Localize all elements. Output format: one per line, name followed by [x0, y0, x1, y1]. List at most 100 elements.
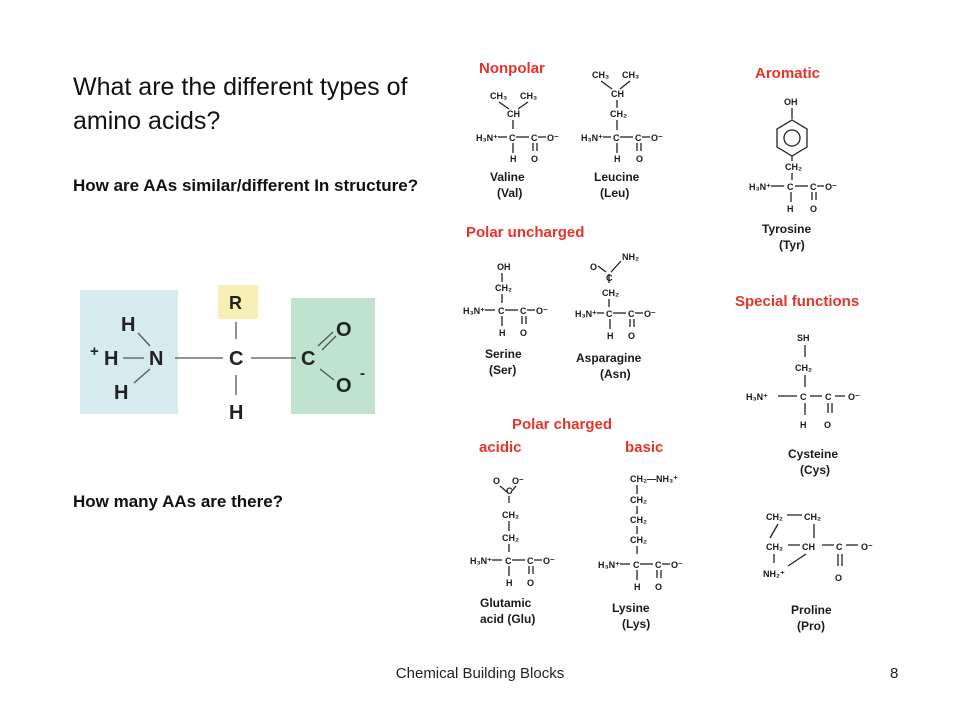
lysine-abbr: (Lys)	[622, 617, 650, 631]
svg-text:C: C	[498, 306, 505, 316]
serine-structure: OH CH₂ H₃N⁺ C C O⁻ H O Serine (Ser)	[463, 262, 548, 377]
svg-text:CH₃: CH₃	[520, 91, 537, 101]
svg-text:H₃N⁺: H₃N⁺	[463, 306, 485, 316]
category-polar-uncharged: Polar uncharged	[466, 224, 584, 241]
category-polar-charged: Polar charged	[512, 416, 612, 433]
glutamic-acid-abbr: acid (Glu)	[480, 612, 535, 626]
amino-h-bottom: H	[114, 382, 128, 404]
svg-text:H₃N⁺: H₃N⁺	[598, 560, 620, 570]
svg-text:CH: CH	[802, 542, 815, 552]
svg-text:O: O	[527, 578, 534, 588]
svg-text:O⁻: O⁻	[825, 182, 837, 192]
r-group-box	[218, 285, 258, 319]
question-structure: How are AAs similar/different In structu…	[73, 176, 419, 195]
svg-text:O⁻: O⁻	[671, 560, 683, 570]
asparagine-abbr: (Asn)	[600, 367, 631, 381]
footer-title: Chemical Building Blocks	[395, 665, 565, 682]
tyrosine-structure: OH CH₂ H₃N⁺ C C O⁻ H O Tyrosine (Tyr)	[749, 97, 837, 252]
svg-text:NH₂⁺: NH₂⁺	[763, 569, 785, 579]
amino-h-top: H	[121, 314, 135, 336]
asparagine-name: Asparagine	[576, 351, 642, 365]
svg-text:O⁻: O⁻	[651, 133, 663, 143]
svg-text:CH₃: CH₃	[490, 91, 507, 101]
carboxyl-carbon: C	[301, 348, 315, 370]
lysine-structure: CH₂—NH₃⁺ CH₂ CH₂ CH₂ H₃N⁺ C C O⁻ H O Lys…	[598, 474, 683, 631]
svg-text:O⁻: O⁻	[848, 392, 860, 402]
cysteine-abbr: (Cys)	[800, 463, 830, 477]
svg-text:O: O	[590, 262, 597, 272]
amino-h-left: H	[104, 348, 118, 370]
carboxyl-group-box	[291, 298, 375, 414]
valine-name: Valine	[490, 170, 525, 184]
svg-text:C: C	[633, 560, 640, 570]
svg-text:O: O	[824, 420, 831, 430]
glutamic-acid-name: Glutamic	[480, 596, 532, 610]
category-nonpolar: Nonpolar	[479, 60, 545, 77]
svg-text:O: O	[493, 476, 500, 486]
svg-text:OH: OH	[497, 262, 511, 272]
category-basic: basic	[625, 439, 663, 456]
svg-text:H₃N⁺: H₃N⁺	[476, 133, 498, 143]
svg-text:H: H	[800, 420, 807, 430]
leucine-abbr: (Leu)	[600, 186, 629, 200]
svg-text:CH₃: CH₃	[622, 70, 639, 80]
svg-text:CH₂: CH₂	[502, 533, 519, 543]
svg-text:CH₂: CH₂	[630, 515, 647, 525]
svg-text:O⁻: O⁻	[644, 309, 656, 319]
generic-amino-acid: R H H H N + C H C O O -	[80, 285, 375, 424]
svg-text:CH₂: CH₂	[766, 512, 783, 522]
cysteine-structure: SH CH₂ H₃N⁺ C C O⁻ H O Cysteine (Cys)	[746, 333, 860, 477]
svg-text:CH: CH	[507, 109, 520, 119]
category-aromatic: Aromatic	[755, 65, 820, 82]
svg-text:O⁻: O⁻	[861, 542, 873, 552]
svg-text:CH: CH	[611, 89, 624, 99]
svg-text:C: C	[800, 392, 807, 402]
svg-text:C: C	[825, 392, 832, 402]
svg-text:CH₂: CH₂	[630, 535, 647, 545]
slide-title: What are the different types of amino ac…	[73, 73, 408, 135]
svg-text:CH₂: CH₂	[795, 363, 812, 373]
svg-text:C: C	[505, 556, 512, 566]
svg-text:CH₂: CH₂	[785, 162, 802, 172]
svg-text:H: H	[506, 578, 513, 588]
svg-text:CH₂: CH₂	[495, 283, 512, 293]
alpha-hydrogen: H	[229, 402, 243, 424]
amino-nitrogen: N	[149, 348, 163, 370]
svg-text:C: C	[787, 182, 794, 192]
svg-text:O: O	[636, 154, 643, 164]
svg-text:O⁻: O⁻	[512, 476, 524, 486]
valine-structure: CH₃ CH₃ CH H₃N⁺ C C O⁻ H O Valine (Val)	[476, 91, 559, 200]
svg-text:O: O	[520, 328, 527, 338]
negative-charge: -	[360, 365, 365, 382]
svg-text:C: C	[520, 306, 527, 316]
svg-text:C: C	[509, 133, 516, 143]
positive-charge: +	[90, 343, 99, 360]
oxygen-carboxylate: O	[336, 375, 352, 397]
svg-text:H: H	[614, 154, 621, 164]
svg-text:CH₂: CH₂	[502, 510, 519, 520]
svg-text:NH₂: NH₂	[622, 252, 639, 262]
leucine-structure: CH₃ CH₃ CH CH₂ H₃N⁺ C C O⁻ H O Leucine (…	[581, 70, 663, 200]
svg-text:C: C	[506, 486, 513, 496]
proline-structure: CH₂ CH₂ CH₂ CH C O⁻ NH₂⁺ O Proline (Pro)	[763, 512, 873, 633]
r-group-label: R	[229, 293, 242, 313]
slide-number: 8	[890, 665, 899, 682]
svg-text:H: H	[787, 204, 794, 214]
category-special-functions: Special functions	[735, 293, 859, 310]
svg-text:O⁻: O⁻	[536, 306, 548, 316]
svg-text:CH₃: CH₃	[592, 70, 609, 80]
svg-text:O: O	[810, 204, 817, 214]
leucine-name: Leucine	[594, 170, 640, 184]
svg-text:C: C	[655, 560, 662, 570]
svg-text:SH: SH	[797, 333, 810, 343]
svg-text:CH₂—NH₃⁺: CH₂—NH₃⁺	[630, 474, 678, 484]
svg-text:C: C	[606, 273, 613, 283]
svg-text:C: C	[531, 133, 538, 143]
serine-abbr: (Ser)	[489, 363, 516, 377]
svg-text:H: H	[510, 154, 517, 164]
valine-abbr: (Val)	[497, 186, 522, 200]
svg-text:C: C	[628, 309, 635, 319]
proline-abbr: (Pro)	[797, 619, 825, 633]
svg-text:H₃N⁺: H₃N⁺	[581, 133, 603, 143]
